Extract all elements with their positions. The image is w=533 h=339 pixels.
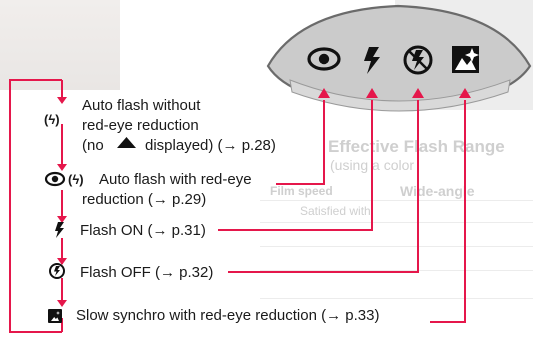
mode-2-line1: Auto flash with red-eye: [99, 170, 252, 189]
mode-1-line3-post: displayed) (→ p.28): [145, 136, 276, 155]
mode-1-line1: Auto flash without: [82, 96, 200, 115]
mode-1-line2: red-eye reduction: [82, 116, 199, 135]
slow-synchro-small-icon: [48, 309, 62, 323]
mode-1-line3-pre: (no: [82, 136, 104, 155]
mode-5-label: Slow synchro with red-eye reduction (→ p…: [76, 306, 379, 325]
slow-synchro-icon: [452, 46, 479, 73]
mode-1-prefix: (ϟ): [44, 110, 60, 129]
mode-4-label: Flash OFF (→ p.32): [80, 263, 213, 282]
mode-2-prefix: (ϟ): [68, 170, 84, 189]
mode-3-label: Flash ON (→ p.31): [80, 221, 206, 240]
flash-icon: [54, 221, 66, 239]
connector-lines: [10, 80, 465, 332]
flash-off-small-icon: [48, 262, 66, 280]
mode-2-line2: reduction (→ p.29): [82, 190, 206, 209]
red-eye-icon: [44, 171, 66, 187]
mode-dial: [268, 6, 530, 111]
triangle-indicator-icon: [117, 137, 136, 148]
